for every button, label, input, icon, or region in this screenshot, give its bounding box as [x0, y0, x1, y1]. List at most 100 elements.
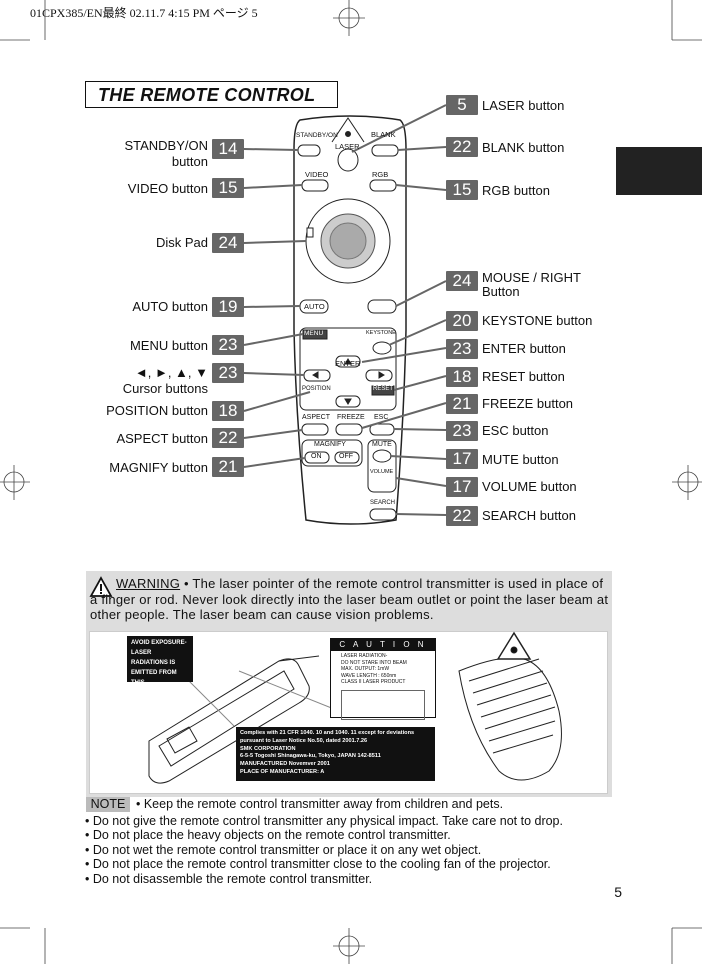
avoid-line: AVOID EXPOSURE-	[131, 640, 187, 646]
remote-auto-label: AUTO	[304, 302, 325, 311]
complies-line: PLACE OF MANUFACTURER: A	[240, 768, 325, 775]
warning-box	[86, 571, 612, 629]
callout-menu-label: MENU button	[129, 338, 208, 353]
callout-search-page: 22	[446, 506, 478, 526]
laser-label-figure	[148, 631, 562, 784]
warning-body: • The laser pointer of the remote contro…	[90, 576, 609, 622]
callout-aspect-label: ASPECT button	[116, 431, 208, 446]
callout-esc-label: ESC button	[482, 423, 549, 438]
callout-position-page: 18	[212, 401, 244, 421]
callout-mute-page: 17	[446, 449, 478, 469]
remote-reset-label: RESET	[373, 386, 394, 392]
remote-enter-label: ENTER	[335, 359, 361, 368]
callout-mouse-label: MOUSE / RIGHT	[482, 270, 581, 285]
complies-line: MANUFACTURED Novemver 2001	[240, 761, 330, 768]
print-header: 01CPX385/EN最終 02.11.7 4:15 PM ページ 5	[30, 6, 258, 20]
note-tag: NOTE	[86, 797, 130, 812]
callout-magnify-page: 21	[212, 457, 244, 477]
callout-volume-page: 17	[446, 477, 478, 497]
remote-esc-label: ESC	[374, 414, 389, 421]
callout-video-page: 15	[212, 178, 244, 198]
callout-keystone-label: KEYSTONE button	[482, 313, 593, 328]
avoid-line: APERTURE	[131, 690, 165, 696]
callout-menu-page: 23	[212, 335, 244, 355]
complies-line: pursuant to Laser Notice No.50, dated 20…	[240, 737, 368, 744]
remote-off-label: OFF	[339, 453, 353, 460]
remote-volume-label: VOLUME	[370, 469, 394, 475]
note-line: • Do not wet the remote control transmit…	[85, 843, 482, 857]
remote-magnify-label: MAGNIFY	[314, 441, 346, 448]
title-box	[85, 81, 338, 108]
callout-diskpad-page: 24	[212, 233, 244, 253]
callout-search-label: SEARCH button	[482, 508, 576, 523]
caution-label: C A U T I O N LASER RADIATION- DO NOT ST…	[330, 638, 436, 720]
callout-auto-label: AUTO button	[132, 299, 208, 314]
complies-line: 6-5-5 Togoshi Shinagawa-ku, Tokyo, JAPAN…	[240, 753, 381, 760]
caution-line: LASER RADIATION-	[341, 653, 388, 659]
avoid-line: LASER RADIATIONS IS	[131, 650, 176, 666]
remote-search-label: SEARCH	[370, 500, 396, 506]
caution-body: LASER RADIATION- DO NOT STARE INTO BEAM …	[331, 651, 435, 688]
remote-keystone-label: KEYSTONE	[366, 330, 396, 336]
warning-text: WARNING • The laser pointer of the remot…	[90, 576, 610, 623]
callout-position-label: POSITION button	[106, 403, 208, 418]
remote-on-label: ON	[311, 453, 322, 460]
callout-blank-label: BLANK button	[482, 140, 565, 155]
callout-rgb-page: 15	[446, 180, 478, 200]
caution-line: MAX. OUTPUT: 1mW	[341, 666, 390, 672]
callout-keystone-page: 20	[446, 311, 478, 331]
note-line: • Keep the remote control transmitter aw…	[136, 797, 504, 811]
remote-blank-label: BLANK	[371, 130, 396, 139]
remote-laser-label: LASER	[335, 142, 360, 151]
callout-enter-page: 23	[446, 339, 478, 359]
callout-auto-page: 19	[212, 297, 244, 317]
callout-mouse-page: 24	[446, 271, 478, 291]
avoid-line: EMITTED FROM THIS	[131, 670, 177, 686]
note-line: • Do not give the remote control transmi…	[85, 814, 563, 828]
page-title: THE REMOTE CONTROL	[98, 85, 316, 105]
callout-enter-label: ENTER button	[482, 341, 566, 356]
callout-video-label: VIDEO button	[127, 181, 208, 196]
caution-line: WAVE LENGTH : 650nm	[341, 672, 397, 679]
callout-freeze-page: 21	[446, 394, 478, 414]
complies-line: SMK CORPORATION	[240, 745, 296, 752]
caution-line: DO NOT STARE INTO BEAM	[341, 659, 407, 666]
remote-mute-label: MUTE	[372, 441, 392, 448]
remote-rgb-label: RGB	[372, 170, 389, 179]
remote-video-label: VIDEO	[305, 170, 329, 179]
callout-laser-label: LASER button	[482, 98, 565, 113]
remote-diagram	[243, 104, 447, 525]
warning-word: WARNING	[116, 576, 181, 591]
callout-reset-page: 18	[446, 367, 478, 387]
note-line: • Do not disassemble the remote control …	[85, 872, 373, 886]
callout-freeze-label: FREEZE button	[482, 396, 574, 411]
callout-standby-label: STANDBY/ON	[124, 138, 208, 153]
callout-standby-label2: button	[171, 154, 208, 169]
warning-triangle-icon	[89, 576, 113, 597]
callout-aspect-page: 22	[212, 428, 244, 448]
complies-label: Complies with 21 CFR 1040. 10 and 1040. …	[236, 727, 435, 781]
callout-cursor-page: 23	[212, 363, 244, 383]
note-line: • Do not place the heavy objects on the …	[85, 828, 451, 842]
callout-magnify-label: MAGNIFY button	[109, 460, 208, 475]
remote-standby-label: STANDBY/ON	[296, 132, 338, 139]
callout-volume-label: VOLUME button	[482, 479, 577, 494]
complies-line: Complies with 21 CFR 1040. 10 and 1040. …	[240, 730, 415, 736]
section-tab	[616, 147, 702, 195]
caution-line: CLASS II LASER PRODUCT	[341, 679, 406, 685]
remote-position-label: POSITION	[302, 386, 331, 392]
note-line: • Do not place the remote control transm…	[85, 857, 551, 871]
caution-inner-label	[341, 689, 425, 720]
callout-diskpad-label: Disk Pad	[155, 235, 208, 250]
callout-blank-page: 22	[446, 137, 478, 157]
callout-cursor-label: ◄, ►, ▲, ▼	[134, 365, 208, 380]
callout-mute-label: MUTE button	[482, 452, 559, 467]
callout-cursor-label2: Cursor buttons	[122, 381, 208, 396]
avoid-exposure-label: AVOID EXPOSURE- LASER RADIATIONS IS EMIT…	[127, 636, 193, 696]
remote-freeze-label: FREEZE	[337, 414, 365, 421]
remote-menu-label: MENU	[304, 330, 324, 337]
remote-aspect-label: ASPECT	[302, 414, 331, 421]
caution-header: C A U T I O N	[331, 639, 435, 651]
callout-laser-page: 5	[446, 95, 478, 115]
